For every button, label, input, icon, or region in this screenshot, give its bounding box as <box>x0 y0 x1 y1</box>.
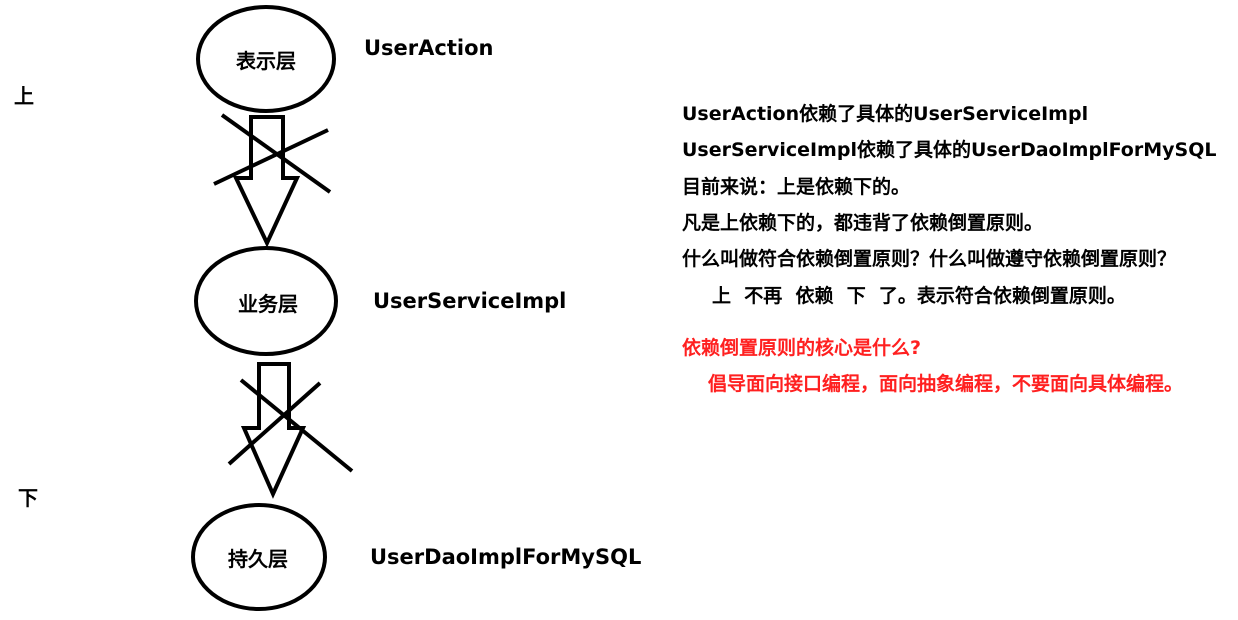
cross-out-line-1b <box>213 128 329 186</box>
business-class-label: UserServiceImpl <box>373 289 567 313</box>
note-line-2: UserServiceImpl依赖了具体的UserDaoImplForMySQL <box>682 139 1217 161</box>
persistence-layer-label: 持久层 <box>228 547 288 571</box>
dependency-arrow-1 <box>232 115 301 248</box>
cross-out-line-2b <box>227 381 322 466</box>
top-side-label: 上 <box>14 84 34 108</box>
dependency-arrow-2 <box>240 362 307 499</box>
note-line-5: 什么叫做符合依赖倒置原则？什么叫做遵守依赖倒置原则？ <box>682 248 1177 270</box>
presentation-layer-label: 表示层 <box>236 49 296 73</box>
note-line-3: 目前来说：上是依赖下的。 <box>682 176 911 198</box>
core-principle-question: 依赖倒置原则的核心是什么? <box>682 337 922 359</box>
presentation-class-label: UserAction <box>364 36 494 60</box>
bottom-side-label: 下 <box>18 486 38 510</box>
presentation-layer-ellipse <box>196 5 336 113</box>
business-layer-ellipse <box>194 246 338 356</box>
business-layer-label: 业务层 <box>238 292 298 316</box>
core-principle-answer: 倡导面向接口编程，面向抽象编程，不要面向具体编程。 <box>708 373 1184 395</box>
note-line-4: 凡是上依赖下的，都违背了依赖倒置原则。 <box>682 212 1044 234</box>
cross-out-line-2a <box>239 378 354 473</box>
note-line-1: UserAction依赖了具体的UserServiceImpl <box>682 103 1089 125</box>
persistence-layer-ellipse <box>191 503 327 611</box>
note-line-6: 上 不再 依赖 下 了。表示符合依赖倒置原则。 <box>712 285 1126 307</box>
persistence-class-label: UserDaoImplForMySQL <box>370 545 642 569</box>
